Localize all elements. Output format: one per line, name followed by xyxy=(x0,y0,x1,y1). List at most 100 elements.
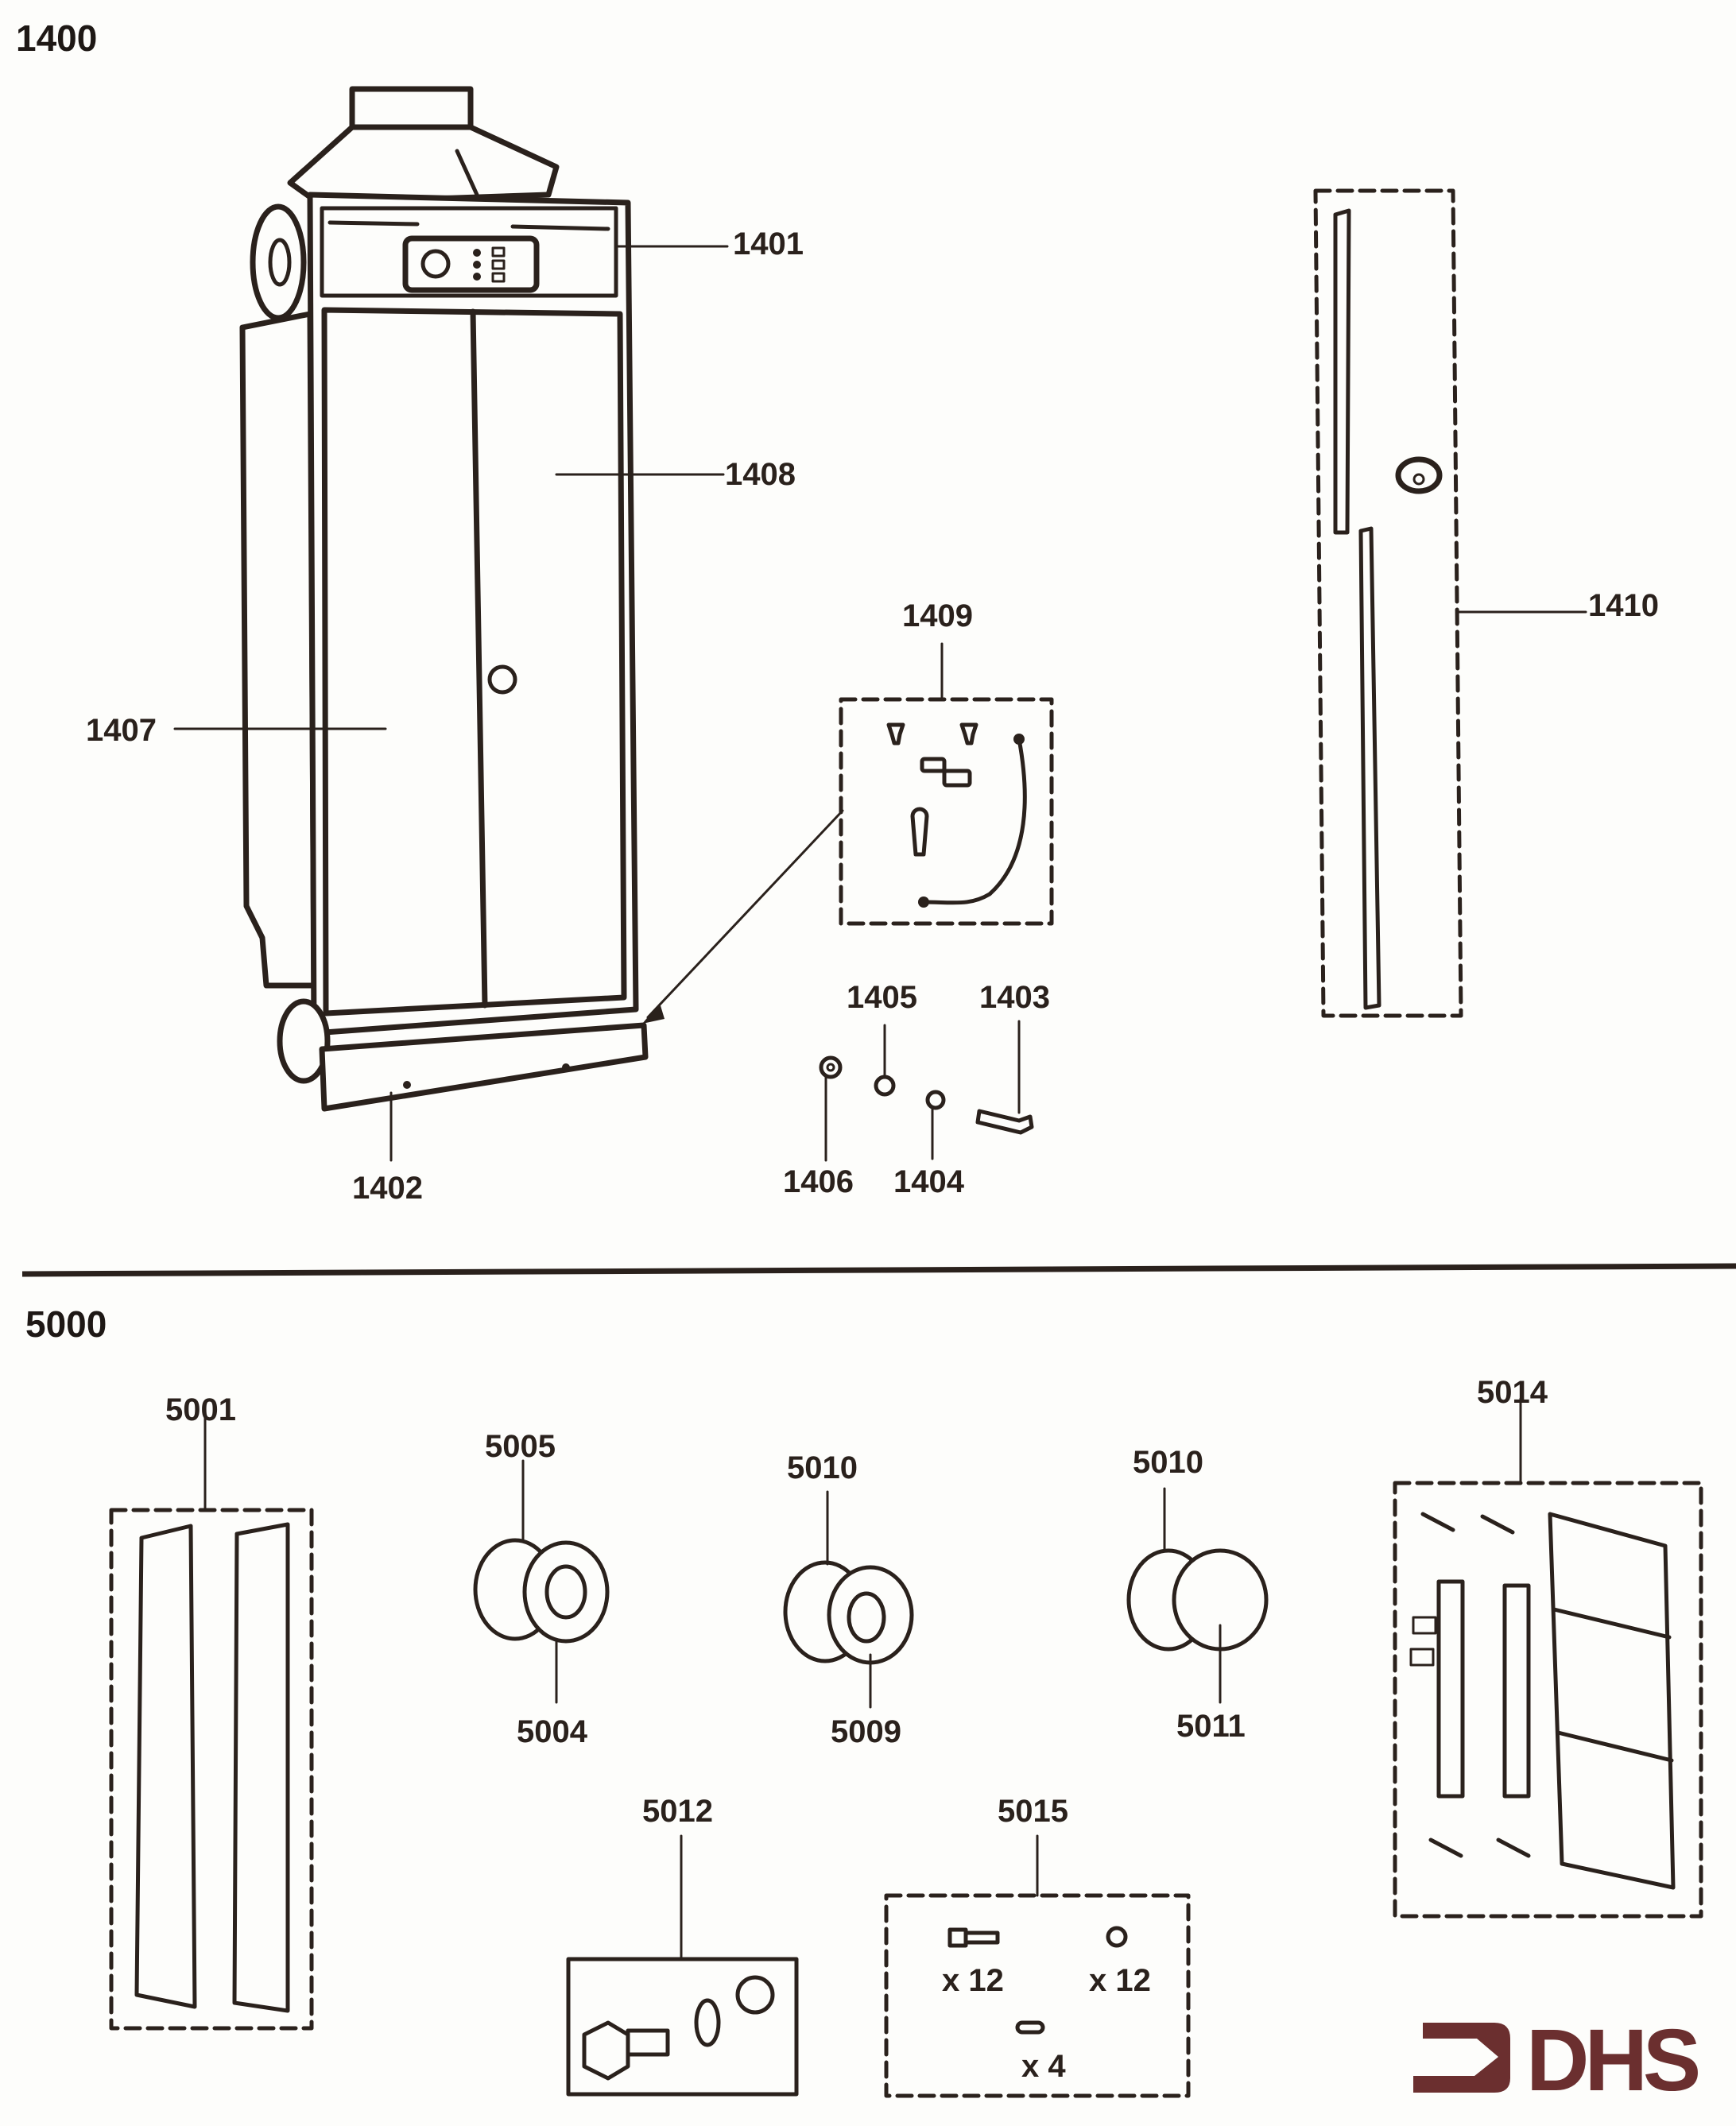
callout-1408: 1408 xyxy=(725,457,796,492)
cabinet-body xyxy=(307,192,639,1036)
hood-edge xyxy=(455,149,479,197)
screw-icon xyxy=(959,722,978,745)
callout-1406: 1406 xyxy=(783,1164,854,1199)
filter-panel-icon xyxy=(134,1524,197,2009)
callout-5014: 5014 xyxy=(1477,1375,1548,1410)
kit-5014-box xyxy=(1393,1481,1703,1919)
leader-1409-arrow xyxy=(646,809,844,1019)
cabinet-hood xyxy=(287,124,560,206)
control-led xyxy=(473,249,481,257)
flange-plate-icon xyxy=(522,1540,610,1644)
washer-icon xyxy=(819,1055,843,1079)
arrowhead-icon xyxy=(642,1003,665,1024)
door-frame xyxy=(321,307,627,1017)
cable-terminal xyxy=(1013,734,1025,745)
callout-1409: 1409 xyxy=(902,598,973,633)
hardware-1403-1406 xyxy=(819,1020,1034,1162)
screw-icon xyxy=(1420,1512,1531,1858)
callout-1403: 1403 xyxy=(979,980,1050,1015)
callout-1407: 1407 xyxy=(86,713,157,748)
lock-knob-center xyxy=(1412,473,1425,486)
base-rail xyxy=(319,1022,649,1112)
bracket-icon xyxy=(942,769,972,788)
cabinet-side-panel xyxy=(239,311,317,989)
callout-5015: 5015 xyxy=(998,1794,1068,1829)
filter-panel-icon xyxy=(232,1522,290,2013)
hex-bolt-icon xyxy=(582,2020,630,2081)
washer-hole xyxy=(826,1063,835,1072)
callout-1402: 1402 xyxy=(352,1171,423,1206)
kit-5001-box xyxy=(109,1508,314,2031)
bolt-shank xyxy=(626,2028,670,2057)
nut-icon xyxy=(735,1975,775,2015)
kit-5015-box xyxy=(884,1893,1191,2098)
screw-icon xyxy=(886,722,905,745)
kit-1409-box xyxy=(839,697,1054,926)
nut-icon xyxy=(874,1075,896,1097)
callout-1410: 1410 xyxy=(1588,588,1659,623)
pin-icon xyxy=(1015,2020,1045,2035)
panel-trim xyxy=(510,224,610,231)
logo-text: DHS xyxy=(1526,2012,1699,2109)
kit-5001 xyxy=(109,1415,314,2031)
door-lock xyxy=(487,664,517,695)
kit-1410-box xyxy=(1313,188,1463,1018)
flange-bore xyxy=(847,1591,886,1644)
cabinet-top-collar xyxy=(349,86,474,130)
bracket-icon xyxy=(920,757,947,773)
callout-1401: 1401 xyxy=(733,227,804,261)
kit-5014 xyxy=(1393,1397,1703,1919)
arrow-logo-icon xyxy=(1413,2023,1510,2093)
nut-quantity: x 12 xyxy=(1089,1963,1151,1998)
panel-seam xyxy=(1552,1607,1672,1640)
callout-lines-1400 xyxy=(173,245,1587,1162)
panel-seam xyxy=(1556,1730,1674,1763)
callout-5011: 5011 xyxy=(1176,1709,1246,1744)
control-panel xyxy=(320,206,618,298)
pin-quantity: x 4 xyxy=(1021,2049,1066,2084)
flange-5009 xyxy=(783,1490,914,1709)
panel-icon xyxy=(1548,1512,1676,1890)
plate-icon xyxy=(1409,1648,1435,1667)
top-flange-hole xyxy=(268,238,292,287)
kit-5015 xyxy=(884,1834,1191,2098)
washer-icon xyxy=(694,1998,721,2047)
seal-strip-lower xyxy=(1358,526,1381,1010)
section-title-1400: 1400 xyxy=(16,17,97,59)
control-display xyxy=(402,235,540,293)
callout-5010a: 5010 xyxy=(787,1450,858,1485)
base-hole xyxy=(403,1081,411,1089)
kit-5012 xyxy=(566,1834,799,2097)
control-led xyxy=(473,273,481,281)
top-flange xyxy=(250,203,307,321)
section-title-5000: 5000 xyxy=(25,1303,107,1345)
control-button xyxy=(491,259,506,270)
blank-flange-5011 xyxy=(1126,1487,1269,1704)
callout-5004: 5004 xyxy=(517,1714,588,1749)
bracket-icon xyxy=(1436,1579,1465,1799)
bottom-flange xyxy=(277,998,331,1084)
dhs-logo: DHS xyxy=(1413,2012,1703,2109)
bolt-icon xyxy=(975,1109,1034,1135)
control-led xyxy=(473,261,481,269)
kit-5012-box xyxy=(566,1957,799,2097)
cable-icon xyxy=(920,737,1027,905)
callout-5005: 5005 xyxy=(485,1429,556,1464)
kit-1410 xyxy=(1313,188,1463,1018)
callout-5012: 5012 xyxy=(642,1794,713,1829)
cable-terminal xyxy=(918,896,929,908)
callout-5010b: 5010 xyxy=(1133,1445,1203,1480)
cabinet-assembly xyxy=(239,86,649,1112)
washer-icon xyxy=(925,1090,946,1110)
callout-1405: 1405 xyxy=(847,980,917,1015)
bolt-icon xyxy=(910,807,929,857)
bolt-quantity: x 12 xyxy=(942,1963,1004,1998)
flange-5005 xyxy=(473,1459,610,1704)
control-dial xyxy=(420,249,451,279)
callout-5009: 5009 xyxy=(831,1714,901,1749)
flange-bore xyxy=(544,1564,587,1620)
bolt-icon xyxy=(947,1927,1000,1948)
bracket-icon xyxy=(1502,1583,1531,1799)
callout-1404: 1404 xyxy=(893,1164,965,1199)
